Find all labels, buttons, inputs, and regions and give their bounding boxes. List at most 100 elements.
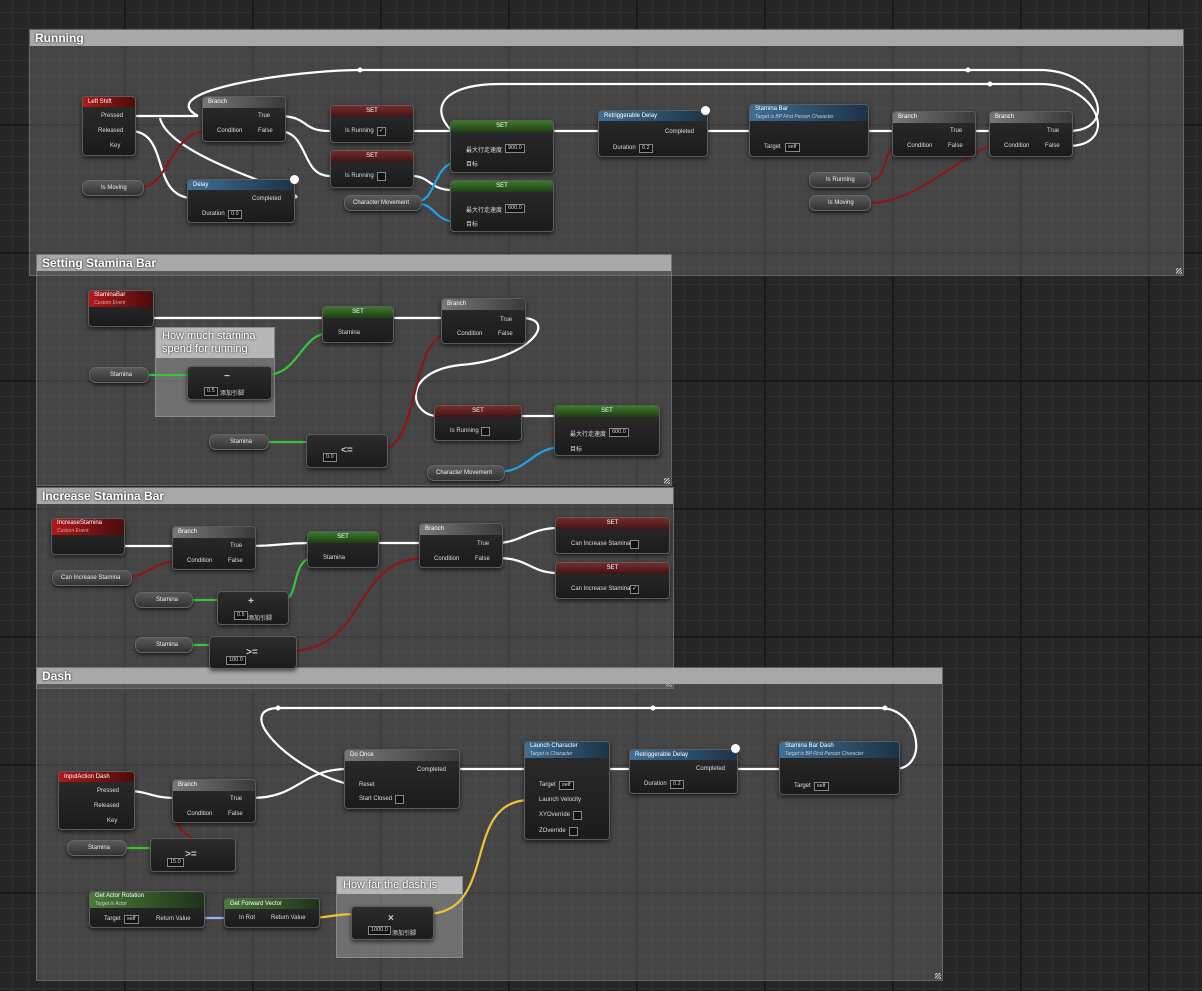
set-stamina-increase[interactable]: SET Stamina [307, 531, 379, 568]
subtract-value-input[interactable]: 0.5 [204, 387, 218, 396]
gte-value-input[interactable]: 100.0 [226, 656, 246, 665]
xy-override-checkbox[interactable] [573, 811, 582, 820]
duration-label: Duration [613, 145, 636, 151]
set-stamina-setting[interactable]: SET Stamina [322, 306, 394, 343]
retriggerable-delay-running[interactable]: Retriggerable Delay Completed Duration 0… [598, 110, 708, 157]
stamina-var-label: Stamina [230, 439, 253, 445]
branch-node-running-2[interactable]: Branch True Condition False [892, 111, 976, 157]
retriggerable-delay-dash[interactable]: Retriggerable Delay Completed Duration 0… [629, 749, 738, 794]
false-label: False [475, 556, 490, 562]
target-self-input[interactable]: self [814, 782, 829, 791]
stamina-getter-setting[interactable]: Stamina [89, 367, 149, 383]
target-label: 目标 [466, 162, 479, 168]
event-stamina-bar[interactable]: StaminaBar Custom Event [88, 290, 154, 327]
add-pin-label[interactable]: 添加引脚 [220, 391, 245, 397]
launch-velocity-label: Launch Velocity [539, 797, 582, 803]
delay-node[interactable]: Delay Completed Duration 0.0 [187, 179, 295, 223]
branch-node-increase[interactable]: Branch True Condition False [172, 526, 256, 570]
branch-node-increase-2[interactable]: Branch True Condition False [419, 523, 503, 568]
stamina-bar-event-label: StaminaBar [94, 292, 126, 298]
is-moving-getter-2[interactable]: Is Moving [809, 195, 871, 211]
released-label: Released [98, 128, 124, 134]
is-moving-getter[interactable]: Is Moving [82, 180, 144, 196]
duration-label: Duration [202, 211, 225, 217]
gte-node-increase[interactable]: >= 100.0 [209, 636, 297, 669]
gte-node-dash[interactable]: >= 15.0 [150, 838, 236, 872]
false-label: False [498, 331, 513, 337]
event-left-shift[interactable]: Left Shift Pressed Released Key [82, 96, 136, 156]
max-walk-speed-input[interactable]: 600.0 [609, 428, 629, 437]
note-dash-title: How far the dash is [337, 877, 462, 894]
character-movement-getter-setting[interactable]: Character Movement [427, 465, 505, 481]
increase-event-title: IncreaseStamina Custom Event [52, 519, 124, 535]
lte-node[interactable]: <= 0.0 [306, 434, 388, 468]
resize-grip[interactable] [666, 681, 672, 687]
set-is-running-true[interactable]: SET Is Running ✓ [330, 105, 414, 143]
stamina-getter-increase-2[interactable]: Stamina [135, 637, 193, 653]
multiply-value-input[interactable]: 1000.0 [368, 926, 391, 935]
max-walk-speed-input[interactable]: 900.0 [505, 144, 525, 153]
increase-event-label: IncreaseStamina [57, 520, 103, 526]
max-walk-speed-input[interactable]: 600.0 [505, 204, 525, 213]
can-increase-label: Can Increase Stamina [571, 586, 631, 592]
add-pin-label[interactable]: 添加引脚 [392, 931, 417, 937]
resize-grip[interactable] [1176, 268, 1182, 274]
stamina-bar-dash-call[interactable]: Stamina Bar Dash Target is BP First Pers… [779, 741, 900, 795]
event-increase-stamina[interactable]: IncreaseStamina Custom Event [51, 518, 125, 555]
branch-title: Branch [990, 112, 1072, 123]
branch-node-running-3[interactable]: Branch True Condition False [989, 111, 1073, 157]
set-can-increase-true[interactable]: SET Can Increase Stamina ✓ [555, 562, 670, 599]
lte-value-input[interactable]: 0.0 [323, 453, 337, 462]
add-value-input[interactable]: 0.5 [234, 611, 248, 620]
set-is-running-setting[interactable]: SET Is Running [434, 405, 522, 441]
condition-label: Condition [217, 128, 243, 134]
set-is-running-false[interactable]: SET Is Running [330, 150, 414, 188]
true-label: True [230, 796, 243, 802]
can-increase-checkbox[interactable]: ✓ [630, 585, 639, 594]
delay-duration-input[interactable]: 0.0 [228, 210, 242, 219]
can-increase-checkbox[interactable] [630, 540, 639, 549]
stamina-getter-increase[interactable]: Stamina [135, 592, 193, 608]
branch-title: Branch [442, 299, 525, 310]
do-once-node[interactable]: Do Once Completed Reset Start Closed [344, 749, 460, 809]
is-running-checkbox[interactable]: ✓ [377, 127, 386, 136]
gar-sub: Target is Actor [95, 901, 127, 907]
is-running-checkbox[interactable] [481, 427, 490, 436]
character-movement-getter[interactable]: Character Movement [344, 195, 422, 211]
add-node[interactable]: + 0.5 添加引脚 [217, 591, 289, 625]
set-max-walk-speed-run[interactable]: SET 最大行走速度 900.0 目标 [450, 120, 554, 173]
launch-character-node[interactable]: Launch Character Target is Character Tar… [524, 741, 610, 840]
target-self-input[interactable]: self [559, 781, 574, 790]
stamina-bar-call[interactable]: Stamina Bar Target is BP First Person Ch… [749, 104, 869, 157]
branch-node-setting[interactable]: Branch True Condition False [441, 298, 526, 344]
can-increase-stamina-getter[interactable]: Can Increase Stamina [52, 570, 132, 586]
set-max-walk-speed-walk[interactable]: SET 最大行走速度 600.0 目标 [450, 180, 554, 232]
add-pin-label[interactable]: 添加引脚 [248, 616, 273, 622]
z-override-checkbox[interactable] [569, 827, 578, 836]
subtract-node[interactable]: − 0.5 添加引脚 [187, 366, 272, 400]
stamina-getter-dash[interactable]: Stamina [67, 840, 127, 856]
set-max-walk-speed-setting[interactable]: SET 最大行走速度 600.0 目标 [554, 405, 660, 456]
in-rot-label: In Rot [239, 915, 256, 921]
resize-grip[interactable] [935, 973, 941, 979]
is-running-checkbox[interactable] [377, 172, 386, 181]
stamina-bar-dash-title: Stamina Bar Dash Target is BP First Pers… [780, 742, 899, 758]
retrig-duration-input[interactable]: 0.2 [670, 780, 684, 789]
get-forward-vector-node[interactable]: Get Forward Vector In Rot Return Value [224, 898, 320, 928]
branch-node-dash[interactable]: Branch True Condition False [172, 779, 256, 823]
set-can-increase-false[interactable]: SET Can Increase Stamina [555, 517, 670, 554]
get-actor-rotation-node[interactable]: Get Actor Rotation Target is Actor Targe… [89, 891, 205, 928]
retrig-duration-input[interactable]: 0.2 [639, 144, 653, 153]
branch-title: Branch [203, 97, 285, 108]
branch-node-running[interactable]: Branch True Condition False [202, 96, 286, 142]
is-running-getter[interactable]: Is Running [809, 172, 871, 188]
target-self-input[interactable]: self [124, 915, 139, 924]
stamina-getter-setting-2[interactable]: Stamina [209, 434, 269, 450]
gte-value-input[interactable]: 15.0 [167, 858, 184, 867]
resize-grip[interactable] [664, 478, 670, 484]
event-input-action-dash[interactable]: InputAction Dash Pressed Released Key [58, 771, 135, 830]
start-closed-checkbox[interactable] [395, 795, 404, 804]
comment-dash[interactable]: Dash [36, 667, 943, 981]
multiply-node[interactable]: × 1000.0 添加引脚 [351, 906, 434, 940]
target-self-input[interactable]: self [785, 143, 800, 152]
